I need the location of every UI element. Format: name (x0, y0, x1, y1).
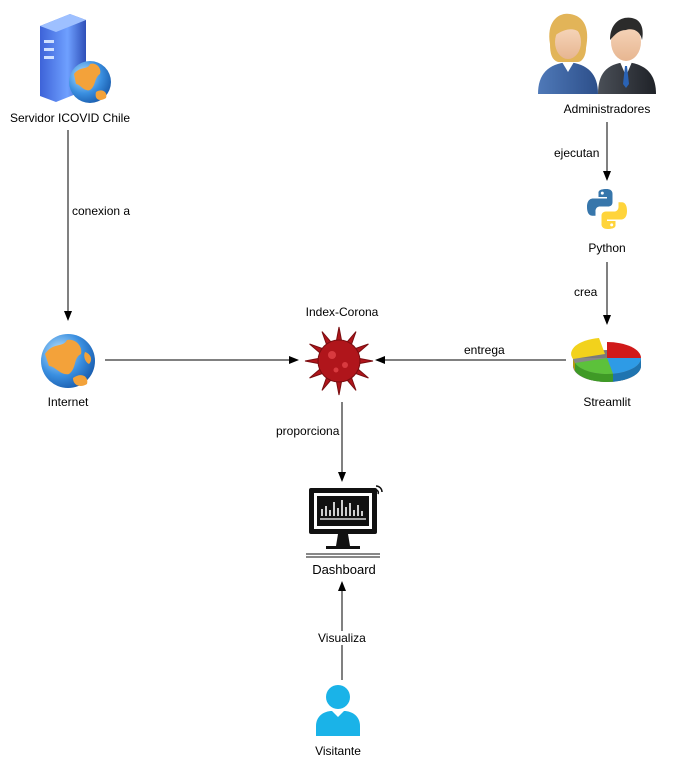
pie-chart-icon (571, 338, 642, 383)
node-administradores[interactable] (536, 10, 664, 94)
node-label-python: Python (588, 241, 626, 255)
server-globe-icon (40, 14, 111, 103)
edge-label-crea: crea (572, 285, 600, 299)
edge-label-conexion: conexion a (70, 204, 133, 218)
edge-label-ejecutan: ejecutan (552, 146, 602, 160)
node-label-visitante: Visitante (315, 744, 361, 758)
node-internet[interactable] (39, 332, 97, 390)
node-index-corona[interactable] (303, 323, 375, 399)
globe-icon (41, 334, 95, 388)
node-label-streamlit: Streamlit (583, 395, 631, 409)
node-dashboard[interactable] (304, 484, 384, 560)
edge-label-entrega: entrega (462, 343, 507, 357)
edge-label-proporciona: proporciona (274, 424, 342, 438)
virus-icon (304, 326, 374, 396)
node-streamlit[interactable] (569, 330, 645, 388)
edge-label-visualiza: Visualiza (316, 631, 368, 645)
python-logo-icon (587, 189, 627, 229)
node-label-index-corona: Index-Corona (305, 305, 379, 319)
people-icon (538, 13, 656, 94)
node-label-administradores: Administradores (563, 102, 651, 116)
node-label-internet: Internet (47, 395, 89, 409)
monitor-chart-icon (306, 485, 383, 558)
user-icon (316, 685, 360, 736)
node-servidor[interactable] (30, 12, 115, 104)
node-visitante[interactable] (314, 684, 362, 736)
node-label-servidor: Servidor ICOVID Chile (9, 111, 131, 125)
node-python[interactable] (585, 187, 629, 231)
node-label-dashboard: Dashboard (312, 562, 376, 577)
